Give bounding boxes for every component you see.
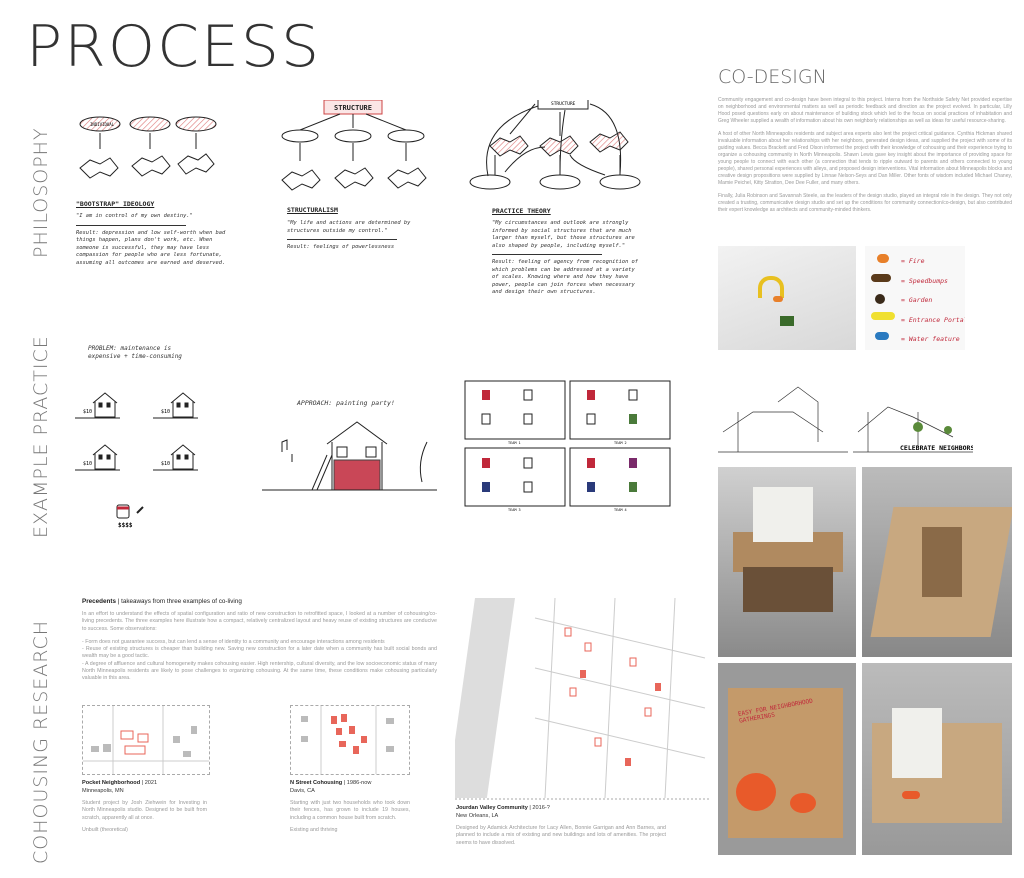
money-label: $10 — [161, 409, 170, 415]
team-label: TEAM 4 — [614, 508, 627, 512]
philosophy-diagrams: INDIVIDUAL STRUCTURE STRUCTURE — [79, 100, 641, 191]
structuralism-heading: STRUCTURALISM — [287, 206, 338, 214]
precedents-heading: Precedents — [82, 598, 116, 605]
codesign-text: Community engagement and co-design have … — [718, 97, 1012, 213]
codesign-heading: CO-DESIGN — [718, 66, 827, 88]
structure-label: STRUCTURE — [551, 101, 576, 107]
section-label-philosophy: PHILOSOPHY — [30, 127, 52, 258]
team-houses — [481, 389, 638, 493]
model-photo-4 — [862, 663, 1012, 855]
paint-can-icon — [116, 504, 144, 519]
money-label: $10 — [83, 409, 92, 415]
legend-water: = Water feature — [901, 335, 960, 343]
observation-item: - Reuse of existing structures is cheape… — [82, 646, 437, 660]
team-label: TEAM 3 — [508, 508, 521, 512]
bootstrap-result: Result: depression and low self-worth wh… — [76, 229, 226, 266]
practice-theory-quote: "My circumstances and outlook are strong… — [492, 220, 635, 249]
bootstrap-heading: "BOOTSTRAP" IDEOLOGY — [76, 200, 155, 208]
jourdan-valley-map — [455, 598, 710, 800]
practice-theory-heading: PRACTICE THEORY — [492, 207, 551, 215]
legend-photo: = Fire = Speedbumps = Garden = Entrance … — [865, 246, 965, 350]
problem-houses-sketch: $10 $10 $10 $10 $$$$ — [75, 392, 198, 529]
house-icon — [75, 392, 120, 419]
legend-entrance: = Entrance Portal / Sculpture — [901, 315, 965, 324]
practice-theory-diagram — [469, 100, 641, 190]
legend-speedbumps: = Speedbumps — [901, 276, 948, 285]
structuralism-result: Result: feelings of powerlessness — [287, 244, 395, 250]
precedent-pocket-neighborhood: Pocket Neighborhood | 2021 Minneapolis, … — [82, 780, 207, 833]
precedents-subheading: | takeaways from three examples of co-li… — [117, 598, 242, 605]
workshop-map-photo — [718, 246, 856, 350]
team-label: TEAM 2 — [614, 441, 627, 445]
painting-party-sketch — [262, 421, 437, 491]
model-photo-3: EASY FOR NEIGHBORHOOD GATHERINGS — [718, 663, 856, 855]
precedent-n-street: N Street Cohousing | 1986-now Davis, CA … — [290, 780, 410, 833]
observations-list: - Form does not guarantee success, but c… — [82, 639, 437, 683]
bootstrap-quote: "I am in control of my own destiny." — [76, 213, 193, 219]
individual-label: INDIVIDUAL — [90, 122, 115, 127]
pocket-neighborhood-map — [82, 705, 210, 775]
precedents-intro-text: In an effort to understand the effects o… — [82, 611, 437, 632]
problem-note: PROBLEM: maintenance is expensive + time… — [88, 345, 182, 360]
practice-theory-text: PRACTICE THEORY "My circumstances and ou… — [492, 207, 642, 297]
house-icon — [153, 444, 198, 471]
bootstrap-text: "BOOTSTRAP" IDEOLOGY "I am in control of… — [76, 200, 226, 267]
house-icon — [75, 444, 120, 471]
model-photo-1 — [718, 467, 856, 657]
precedents-intro: Precedents | takeaways from three exampl… — [82, 598, 437, 683]
house-icon — [153, 392, 198, 419]
alley-sketches: CELEBRATE NEIGHBORS — [718, 386, 973, 453]
structuralism-diagram — [281, 100, 427, 191]
practice-theory-result: Result: feeling of agency from recogniti… — [492, 259, 639, 295]
approach-note: APPROACH: painting party! — [297, 399, 395, 407]
cost-label: $$$$ — [118, 522, 133, 529]
money-label: $10 — [83, 461, 92, 467]
section-label-cohousing-research: COHOUSING RESEARCH — [30, 619, 52, 864]
model-photo-2 — [862, 467, 1012, 657]
observation-item: - Form does not guarantee success, but c… — [82, 638, 385, 645]
team-painting-panels: TEAM 1 TEAM 2 TEAM 3 TEAM 4 — [464, 380, 671, 512]
legend-garden: = Garden — [901, 296, 933, 304]
precedent-jourdan-valley: Jourdan Valley Community | 2016-? New Or… — [456, 805, 666, 846]
structuralism-quote: "My life and actions are determined by s… — [287, 220, 411, 234]
structure-label: STRUCTURE — [334, 104, 372, 112]
money-label: $10 — [161, 461, 170, 467]
n-street-map — [290, 705, 410, 775]
bootstrap-diagram — [79, 116, 217, 179]
structuralism-text: STRUCTURALISM "My life and actions are d… — [287, 206, 427, 252]
observation-item: - A degree of affluence and cultural hom… — [82, 660, 437, 682]
celebrate-neighbors-label: CELEBRATE NEIGHBORS — [900, 444, 973, 452]
section-label-example-practice: EXAMPLE PRACTICE — [30, 335, 52, 538]
page-title: PROCESS — [26, 13, 322, 81]
team-label: TEAM 1 — [508, 441, 521, 445]
legend-fire: = Fire — [901, 257, 925, 265]
